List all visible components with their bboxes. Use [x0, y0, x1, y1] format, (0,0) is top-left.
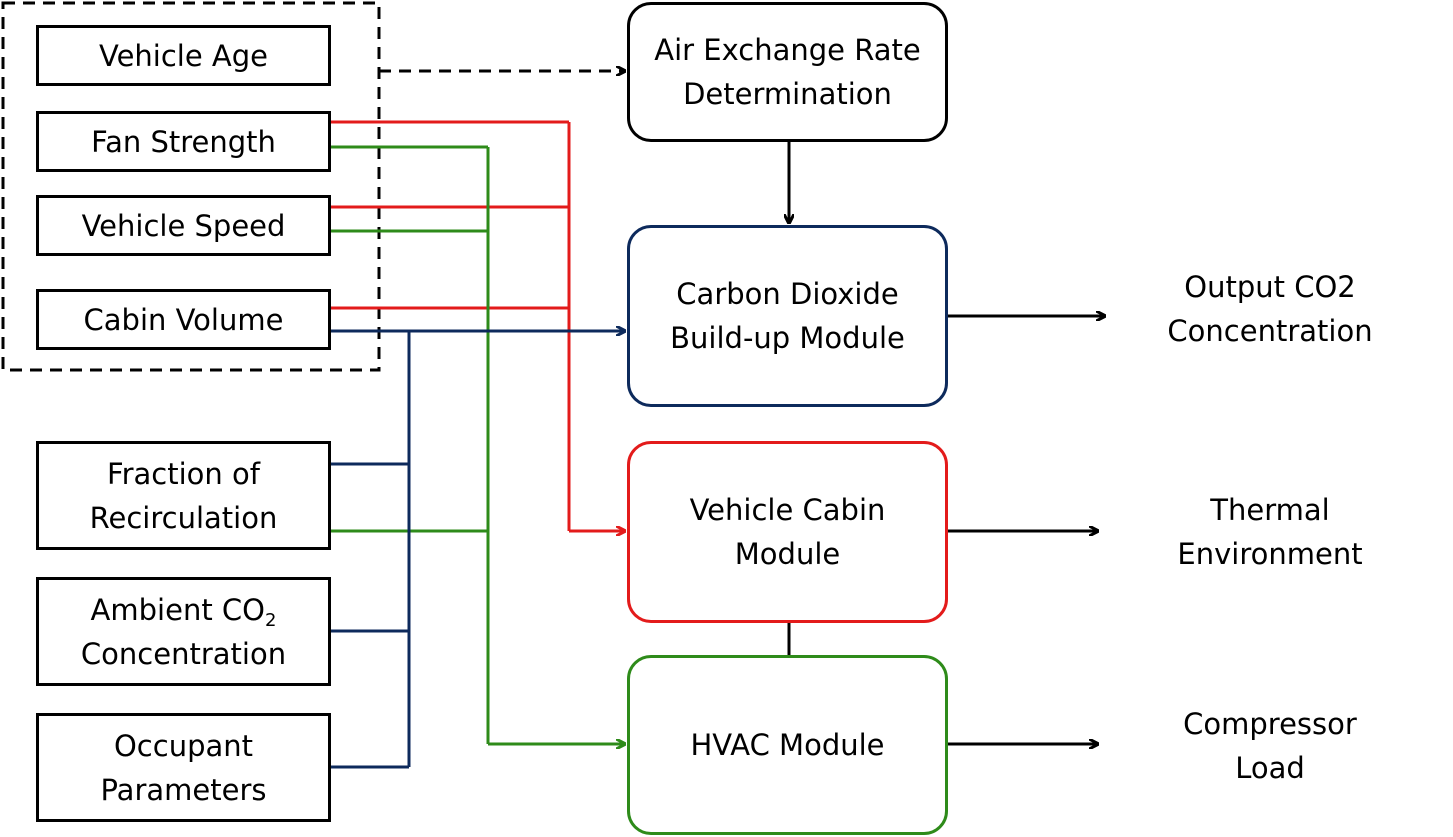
module-air-exchange-line2: Determination — [683, 77, 892, 111]
dashed-group-border — [1, 1, 381, 372]
output-co2-line1: Output CO2 — [1184, 270, 1356, 304]
co2-subscript: 2 — [265, 609, 277, 631]
output-compressor-load: Compressor Load — [1130, 702, 1410, 790]
input-ambient-co2-line1: Ambient CO2 — [90, 592, 277, 631]
green-connectors — [330, 145, 625, 744]
module-co2-buildup: Carbon Dioxide Build-up Module — [627, 225, 948, 407]
module-vehicle-cabin: Vehicle Cabin Module — [627, 441, 948, 623]
output-co2-line2: Concentration — [1167, 314, 1373, 348]
module-hvac: HVAC Module — [627, 655, 948, 835]
input-vehicle-age-label: Vehicle Age — [98, 38, 268, 73]
module-vehicle-cabin-line1: Vehicle Cabin — [689, 493, 886, 527]
red-connectors — [330, 120, 625, 531]
input-occupant-parameters-line2: Parameters — [100, 772, 267, 807]
input-ambient-co2: Ambient CO2 Concentration — [36, 577, 331, 686]
output-thermal-line2: Environment — [1177, 537, 1363, 571]
module-air-exchange-line1: Air Exchange Rate — [654, 33, 921, 67]
output-compressor-line2: Load — [1235, 751, 1305, 785]
input-fan-strength-label: Fan Strength — [91, 124, 276, 159]
output-thermal-line1: Thermal — [1210, 493, 1330, 527]
module-connectors — [789, 141, 1105, 744]
output-co2-concentration: Output CO2 Concentration — [1130, 265, 1410, 353]
input-cabin-volume: Cabin Volume — [36, 289, 331, 350]
input-fan-strength: Fan Strength — [36, 111, 331, 172]
module-co2-buildup-line2: Build-up Module — [670, 321, 905, 355]
navy-connectors — [330, 331, 625, 769]
input-cabin-volume-label: Cabin Volume — [83, 302, 284, 337]
input-occupant-parameters-line1: Occupant — [113, 728, 254, 763]
input-fraction-recirculation-line2: Recirculation — [89, 500, 278, 535]
input-vehicle-speed-label: Vehicle Speed — [81, 208, 286, 243]
input-occupant-parameters: Occupant Parameters — [36, 713, 331, 822]
output-thermal-environment: Thermal Environment — [1130, 488, 1410, 576]
input-fraction-recirculation-line1: Fraction of — [107, 456, 260, 491]
module-hvac-label: HVAC Module — [690, 728, 885, 762]
input-vehicle-speed: Vehicle Speed — [36, 195, 331, 256]
input-fraction-recirculation: Fraction of Recirculation — [36, 441, 331, 550]
output-compressor-line1: Compressor — [1183, 707, 1357, 741]
module-air-exchange: Air Exchange Rate Determination — [627, 2, 948, 142]
input-ambient-co2-line2: Concentration — [80, 636, 287, 671]
input-vehicle-age: Vehicle Age — [36, 25, 331, 86]
module-vehicle-cabin-line2: Module — [734, 537, 841, 571]
module-co2-buildup-line1: Carbon Dioxide — [676, 277, 899, 311]
